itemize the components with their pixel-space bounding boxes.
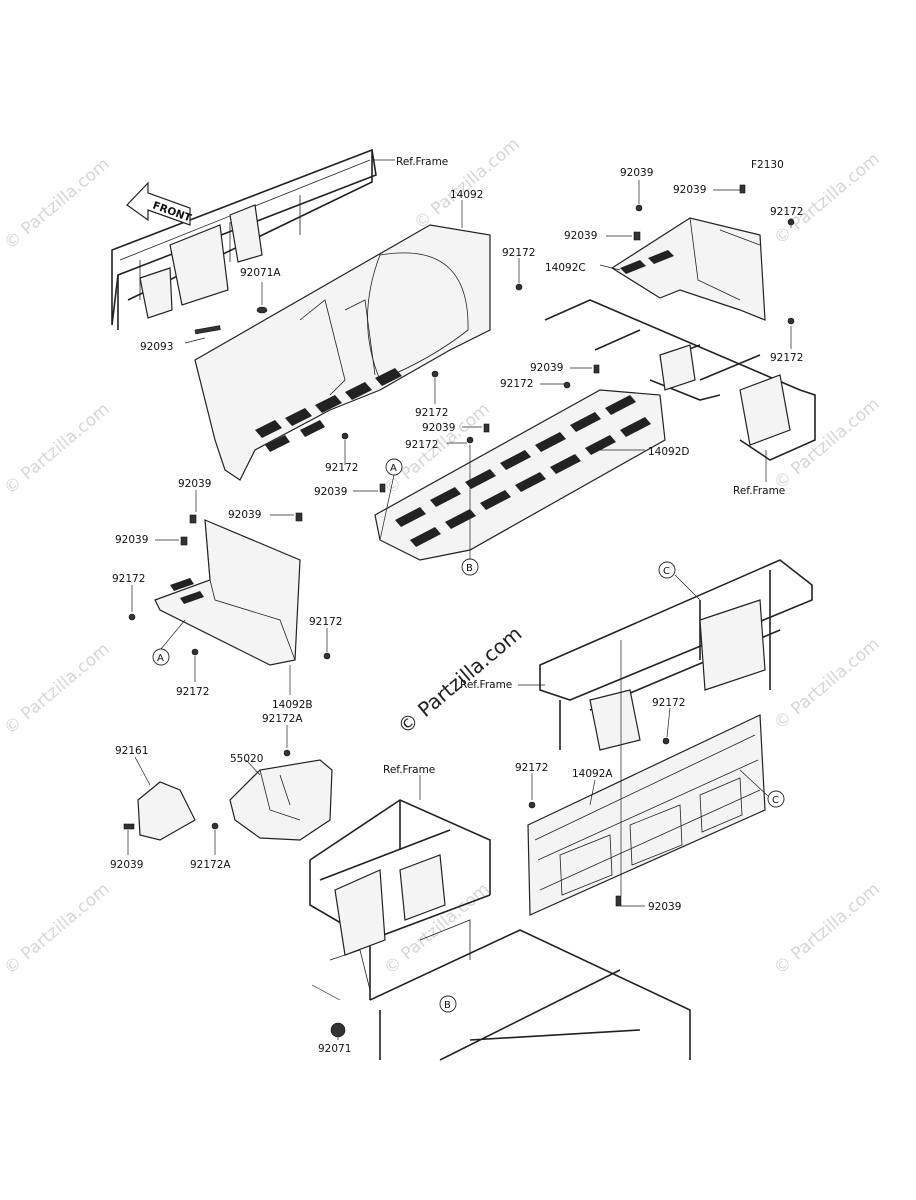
fasteners [123, 184, 795, 1038]
part-labels: F2130 Ref.Frame 14092 92039 92039 92172 … [110, 156, 803, 1055]
label-55020: 55020 [230, 753, 263, 765]
label-92039: 92039 [620, 167, 653, 179]
label-14092a: 14092A [572, 768, 613, 780]
callout-b-lower [439, 995, 457, 1013]
label-92039: 92039 [564, 230, 597, 242]
watermark: © Partzilla.com [0, 399, 113, 499]
label-92172: 92172 [309, 616, 342, 628]
label-92039: 92039 [314, 486, 347, 498]
label-92039: 92039 [228, 509, 261, 521]
leader-lines [127, 159, 792, 1040]
label-92161: 92161 [115, 745, 148, 757]
main-frame-bottom [309, 799, 691, 1061]
part-14092d-floor-mat [374, 389, 666, 561]
label-14092d: 14092D [648, 446, 690, 458]
label-92172: 92172 [325, 462, 358, 474]
callout-c-lower-label: C [772, 795, 779, 806]
watermark: © Partzilla.com [770, 149, 883, 249]
watermark: © Partzilla.com [0, 879, 113, 979]
label-92039: 92039 [422, 422, 455, 434]
callout-c-upper-label: C [663, 566, 670, 577]
label-92172: 92172 [415, 407, 448, 419]
callout-a-upper-label: A [390, 463, 397, 474]
rear-frame-right [544, 299, 816, 461]
label-14092c: 14092C [545, 262, 586, 274]
part-14092b-cover [154, 519, 301, 666]
callout-b-upper-label: B [466, 563, 473, 574]
label-92172: 92172 [112, 573, 145, 585]
label-ref-frame-right: Ref.Frame [733, 485, 785, 497]
callout-c-lower [767, 790, 785, 808]
label-92172: 92172 [405, 439, 438, 451]
label-14092: 14092 [450, 189, 483, 201]
label-92071a: 92071A [240, 267, 281, 279]
watermark: © Partzilla.com [770, 394, 883, 494]
watermark: © Partzilla.com [0, 639, 113, 739]
watermark: © Partzilla.com [410, 134, 523, 234]
label-92071: 92071 [318, 1043, 351, 1055]
part-14092c-cover [610, 217, 766, 321]
callout-c-upper [658, 561, 676, 579]
label-ref-frame-bottom: Ref.Frame [383, 764, 435, 776]
part-14092a-bed-panel [527, 714, 766, 916]
label-92172: 92172 [770, 206, 803, 218]
front-frame-rails [111, 148, 377, 330]
callout-a-lower-label: A [157, 653, 164, 664]
label-92039: 92039 [115, 534, 148, 546]
label-92039: 92039 [648, 901, 681, 913]
callout-markers: A B A B C C [152, 458, 785, 1013]
label-ref-frame-mid: Ref.Frame [460, 679, 512, 691]
part-92161-guard [137, 781, 196, 841]
watermark: © Partzilla.com [0, 154, 113, 254]
label-92172: 92172 [502, 247, 535, 259]
label-92172: 92172 [500, 378, 533, 390]
front-arrow-icon [126, 181, 191, 226]
label-ref-frame-top: Ref.Frame [396, 156, 448, 168]
part-14092-front-liner [194, 224, 491, 481]
label-92093: 92093 [140, 341, 173, 353]
callout-b-lower-label: B [444, 1000, 451, 1011]
watermark: © Partzilla.com [770, 879, 883, 979]
label-92172: 92172 [515, 762, 548, 774]
front-arrow: FRONT [126, 181, 194, 226]
diagram-code: F2130 [751, 159, 784, 171]
label-92039: 92039 [110, 859, 143, 871]
label-92172: 92172 [176, 686, 209, 698]
label-92039: 92039 [673, 184, 706, 196]
rear-frame-rack [539, 559, 813, 751]
label-92172a-top: 92172A [262, 713, 303, 725]
label-14092b: 14092B [272, 699, 313, 711]
label-92172: 92172 [770, 352, 803, 364]
label-92039: 92039 [178, 478, 211, 490]
label-92172a-bottom: 92172A [190, 859, 231, 871]
watermark: © Partzilla.com [770, 634, 883, 734]
part-55020-cover [229, 759, 333, 841]
label-92172: 92172 [652, 697, 685, 709]
label-92039: 92039 [530, 362, 563, 374]
